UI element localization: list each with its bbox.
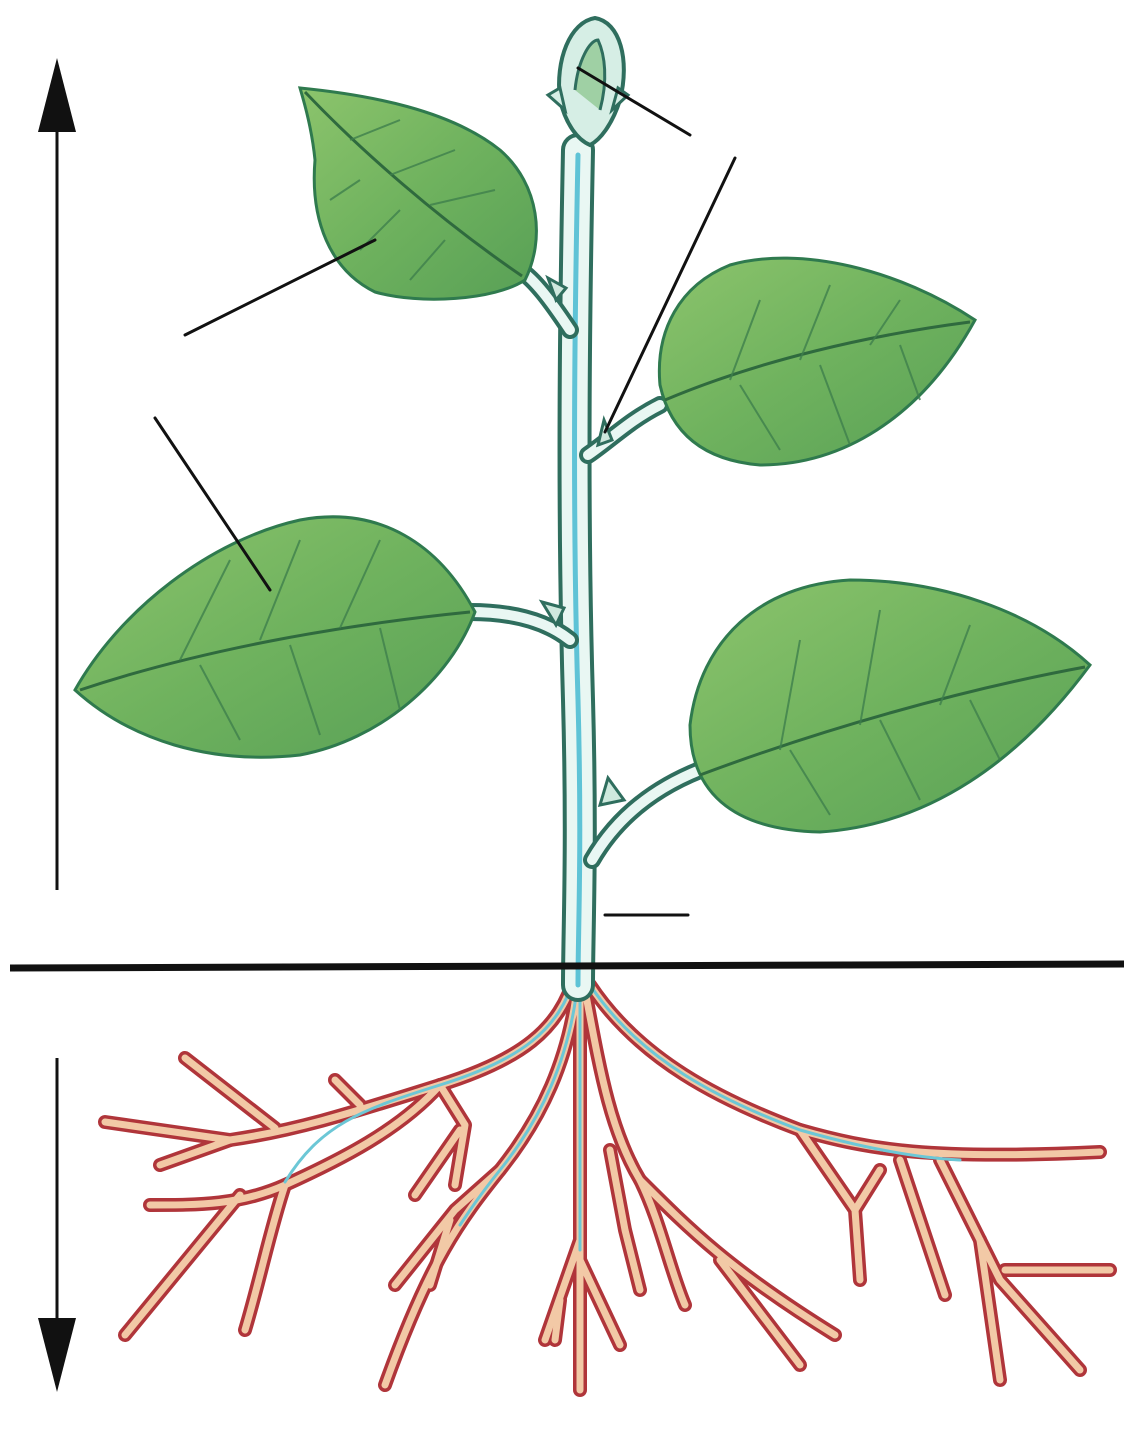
leaf-lower-left	[75, 517, 475, 757]
shoot-system-arrow	[38, 58, 76, 890]
leaf-lower-right	[690, 580, 1090, 832]
terminal-bud	[548, 18, 628, 145]
leaf-upper-right	[659, 258, 975, 465]
axillary-bud-4	[600, 778, 624, 805]
leaf-upper-left	[300, 88, 536, 299]
pointer-upper-leaf	[185, 240, 375, 335]
petiole-upper-right	[588, 405, 660, 455]
root-system-arrow	[38, 1058, 76, 1392]
root-system	[105, 975, 1110, 1390]
ground-line	[10, 964, 1124, 968]
